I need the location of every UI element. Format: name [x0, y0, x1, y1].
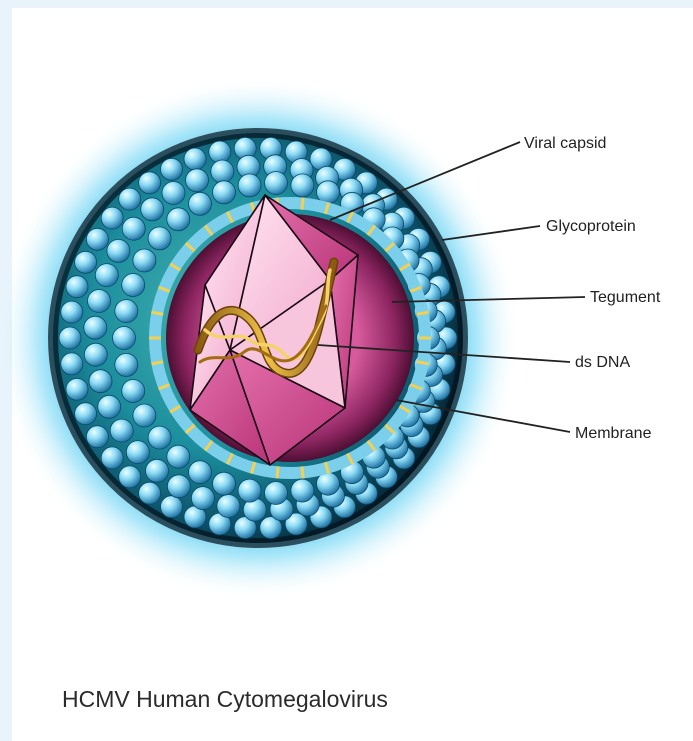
glycoprotein-sphere [189, 192, 212, 215]
glycoprotein-sphere [141, 198, 164, 221]
glycoprotein-sphere [133, 404, 156, 427]
glycoprotein-sphere [107, 239, 130, 262]
viral-capsid-label: Viral capsid [524, 135, 606, 152]
glycoprotein-sphere [88, 290, 111, 313]
glycoprotein-sphere [209, 141, 231, 163]
glycoprotein-sphere [162, 182, 185, 205]
glycoprotein-sphere [191, 487, 214, 510]
ds-dna-label: ds DNA [575, 354, 630, 371]
glycoprotein-sphere [291, 479, 314, 502]
glycoprotein-sphere [95, 264, 118, 287]
figure-caption: HCMV Human Cytomegalovirus [62, 686, 388, 712]
glycoprotein-sphere [61, 353, 83, 375]
glycoprotein-sphere [89, 370, 112, 393]
glycoprotein-sphere [213, 472, 236, 495]
glycoprotein-sphere [101, 207, 123, 229]
glycoprotein-sphere [115, 353, 138, 376]
glycoprotein-sphere [148, 227, 171, 250]
glycoprotein-sphere [161, 496, 183, 518]
glycoprotein-sphere [126, 441, 149, 464]
glycoprotein-sphere [122, 380, 145, 403]
glycoprotein-sphere [101, 447, 123, 469]
membrane-spike [277, 466, 278, 478]
glycoprotein-sphere [119, 466, 141, 488]
glycoprotein-sphere [211, 160, 234, 183]
glycoprotein-sphere [75, 251, 97, 273]
glycoprotein-sphere [61, 301, 83, 323]
glycoprotein-sphere [115, 300, 138, 323]
glycoprotein-sphere [217, 495, 240, 518]
glycoprotein-sphere [86, 426, 108, 448]
glycoprotein-sphere [265, 482, 288, 505]
glycoprotein-sphere [84, 343, 107, 366]
glycoprotein-sphere [122, 217, 145, 240]
tegument-label: Tegument [590, 289, 661, 306]
membrane-spike [302, 198, 303, 210]
glycoprotein-sphere [146, 459, 169, 482]
glycoprotein-sphere [186, 169, 209, 192]
membrane-spike [302, 466, 303, 478]
glycoprotein-sphere [110, 419, 133, 442]
glycoprotein-sphere [139, 172, 161, 194]
membrane-label: Membrane [575, 425, 652, 442]
glycoprotein-sphere [265, 172, 288, 195]
glycoprotein-sphere [148, 426, 171, 449]
glycoprotein-sphere [167, 475, 190, 498]
glycoprotein-sphere [133, 249, 156, 272]
glycoprotein-sphere [113, 327, 136, 350]
glycoprotein-label: Glycoprotein [546, 218, 636, 235]
glycoprotein-sphere [75, 403, 97, 425]
glycoprotein-sphere [59, 327, 81, 349]
glycoprotein-sphere [66, 276, 88, 298]
glycoprotein-sphere [66, 378, 88, 400]
glycoprotein-sphere [238, 174, 261, 197]
glycoprotein-sphere [119, 188, 141, 210]
glycoprotein-sphere [84, 316, 107, 339]
glycoprotein-sphere [184, 148, 206, 170]
glycoprotein-sphere [189, 461, 212, 484]
glycoprotein-sphere [213, 181, 236, 204]
glycoprotein-sphere [291, 174, 314, 197]
glycoprotein-sphere [86, 228, 108, 250]
glycoprotein-sphere [167, 445, 190, 468]
glycoprotein-sphere [98, 395, 121, 418]
glycoprotein-sphere [167, 208, 190, 231]
glycoprotein-sphere [122, 274, 145, 297]
glycoprotein-sphere [238, 479, 261, 502]
glycoprotein-sphere [161, 158, 183, 180]
glycoprotein-sphere [139, 482, 161, 504]
